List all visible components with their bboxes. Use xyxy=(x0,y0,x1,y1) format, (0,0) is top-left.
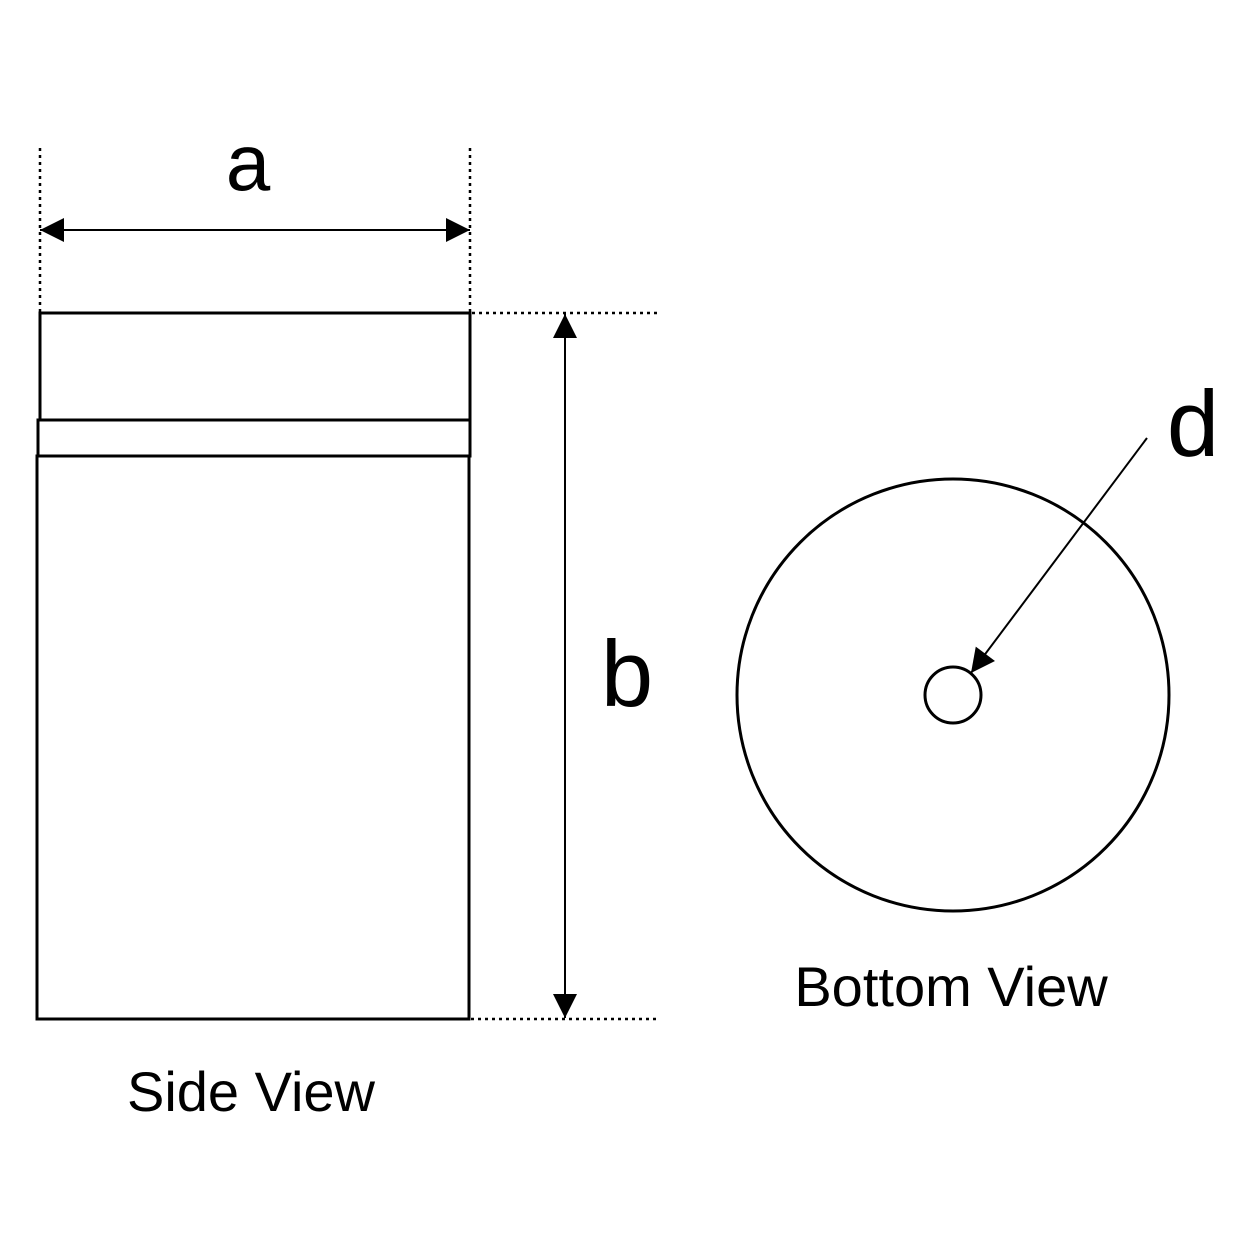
body-rectangle xyxy=(35,454,471,1021)
height-label: b xyxy=(601,621,653,726)
width-label: a xyxy=(226,118,271,207)
center-hole-circle xyxy=(923,665,983,725)
cap-rectangle xyxy=(38,311,472,422)
bottom-view: d Bottom View xyxy=(735,371,1219,1018)
side-view: a b Side View xyxy=(35,118,658,1123)
bottom-outer-circle xyxy=(735,477,1171,913)
collar-band xyxy=(36,418,472,458)
bottom-view-label: Bottom View xyxy=(794,955,1108,1018)
side-view-label: Side View xyxy=(127,1060,376,1123)
hole-leader-arrow xyxy=(970,437,1148,674)
hole-label: d xyxy=(1167,371,1219,476)
